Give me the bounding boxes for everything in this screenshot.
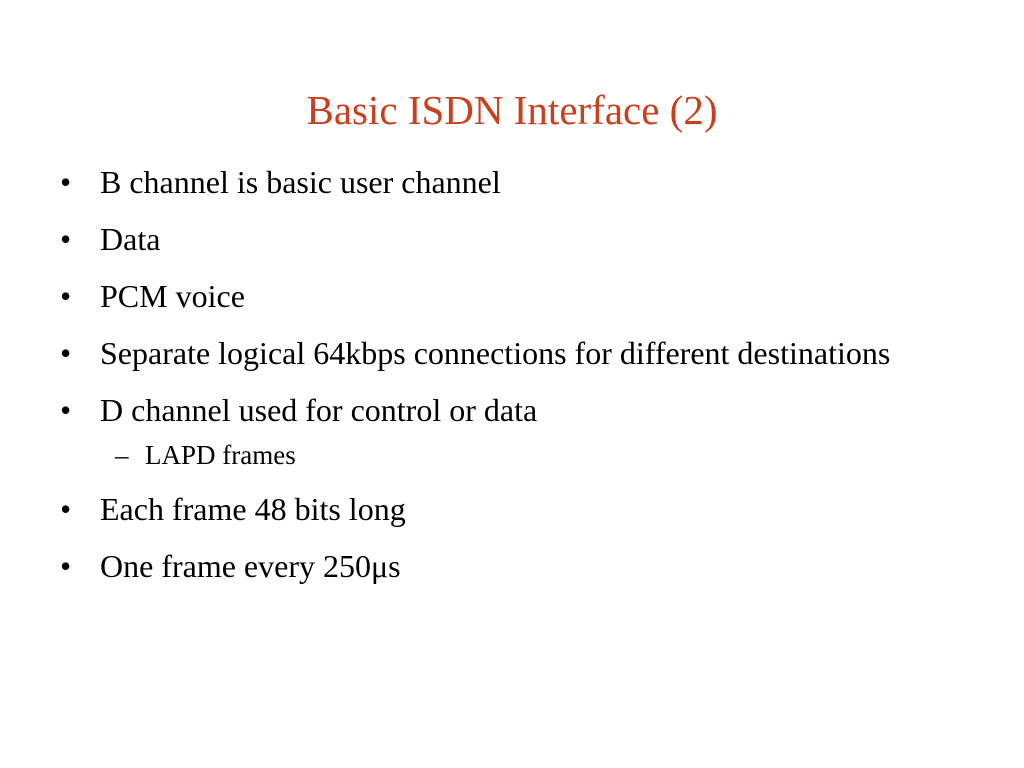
slide-title: Basic ISDN Interface (2): [306, 87, 718, 133]
bullet-text: Separate logical 64kbps connections for …: [100, 335, 891, 371]
bullet-item: • Each frame 48 bits long: [0, 485, 1024, 533]
bullet-dot-icon: •: [60, 548, 72, 584]
bullet-text: Each frame 48 bits long: [100, 491, 406, 527]
bullet-item: • Data: [0, 215, 1024, 263]
bullet-item: • B channel is basic user channel: [0, 158, 1024, 206]
bullet-dot-icon: •: [60, 392, 72, 428]
bullet-dot-icon: •: [60, 335, 72, 371]
bullet-item: • D channel used for control or data: [0, 386, 1024, 434]
bullet-list: • B channel is basic user channel • Data…: [0, 158, 1024, 599]
bullet-dot-icon: •: [60, 278, 72, 314]
bullet-item: • PCM voice: [0, 272, 1024, 320]
bullet-dot-icon: •: [60, 221, 72, 257]
bullet-item: • One frame every 250μs: [0, 542, 1024, 590]
bullet-text: B channel is basic user channel: [100, 164, 501, 200]
bullet-text: D channel used for control or data: [100, 392, 538, 428]
bullet-dot-icon: •: [60, 491, 72, 527]
bullet-text: Data: [100, 221, 161, 257]
bullet-item: • Separate logical 64kbps connections fo…: [0, 329, 1024, 377]
bullet-dot-icon: •: [60, 164, 72, 200]
bullet-text: One frame every 250μs: [100, 548, 401, 584]
sub-bullet-text: LAPD frames: [145, 440, 296, 470]
dash-icon: –: [115, 440, 129, 470]
sub-bullet-item: – LAPD frames: [0, 437, 1024, 473]
bullet-text: PCM voice: [100, 278, 245, 314]
